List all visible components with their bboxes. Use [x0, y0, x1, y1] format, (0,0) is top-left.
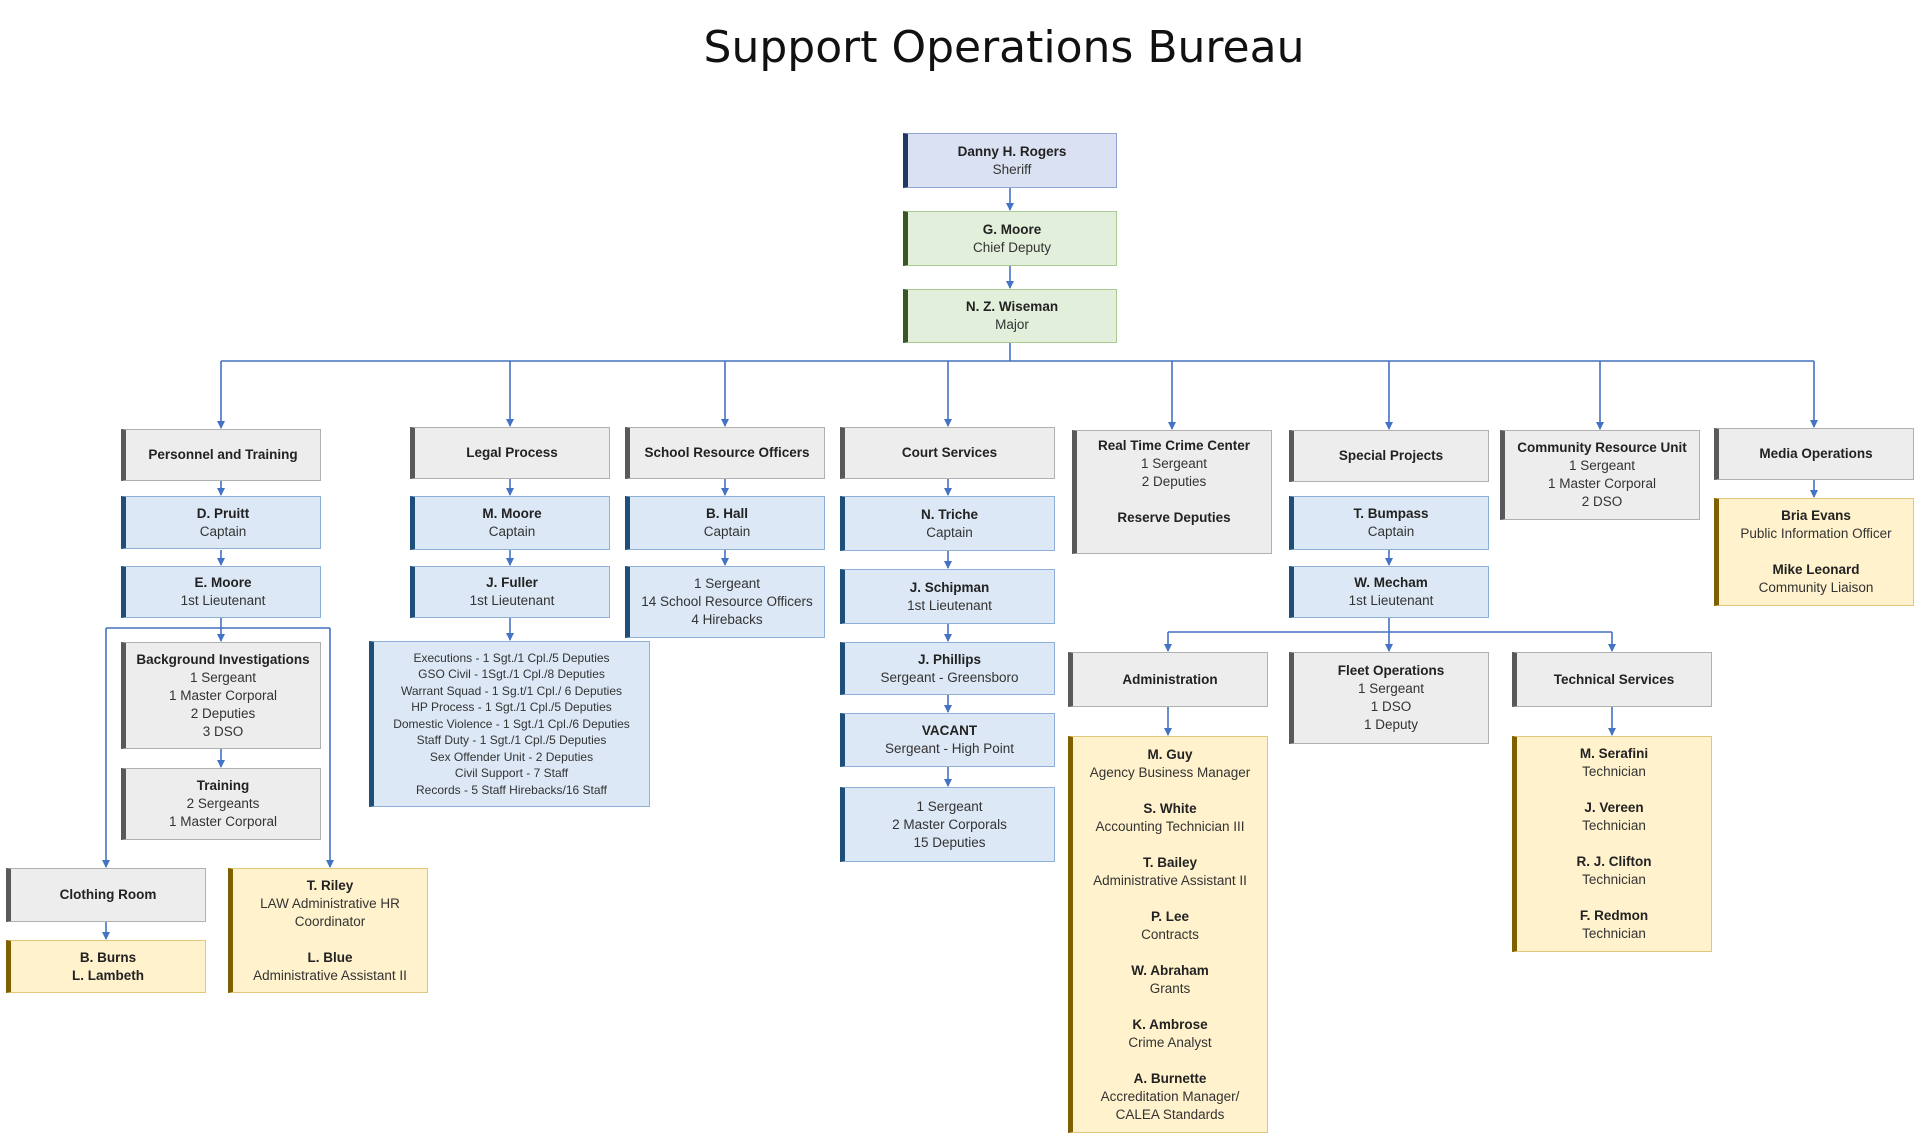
clothing-room-header: Clothing Room: [6, 868, 206, 922]
personnel-lieutenant-box: E. Moore 1st Lieutenant: [121, 566, 321, 618]
sheriff-role: Sheriff: [992, 161, 1032, 177]
legal-process-header: Legal Process: [410, 427, 610, 479]
legal-captain-box: M. Moore Captain: [410, 496, 610, 550]
major-role: Major: [995, 317, 1029, 332]
special-projects-header: Special Projects: [1289, 430, 1489, 482]
court-captain-box: N. Triche Captain: [840, 496, 1055, 551]
sheriff-name: Danny H. Rogers: [957, 143, 1067, 159]
personnel-training-header: Personnel and Training: [121, 429, 321, 481]
major-box: N. Z. Wiseman Major: [903, 289, 1117, 343]
sro-captain-box: B. Hall Captain: [625, 496, 825, 550]
special-projects-captain-box: T. Bumpass Captain: [1289, 496, 1489, 550]
major-name: N. Z. Wiseman: [965, 299, 1059, 314]
sro-staff-box: 1 Sergeant 14 School Resource Officers 4…: [625, 566, 825, 638]
sro-header: School Resource Officers: [625, 427, 825, 479]
clothing-room-staff: B. Burns L. Lambeth: [6, 940, 206, 993]
sheriff-box: Danny H. Rogers Sheriff: [903, 133, 1117, 188]
court-sergeant-highpoint-box: VACANT Sergeant - High Point: [840, 713, 1055, 767]
legal-lieutenant-box: J. Fuller 1st Lieutenant: [410, 566, 610, 618]
real-time-crime-center-box: Real Time Crime Center 1 Sergeant 2 Depu…: [1072, 430, 1272, 554]
special-projects-lieutenant-box: W. Mecham 1st Lieutenant: [1289, 566, 1489, 618]
background-investigations-box: Background Investigations 1 Sergeant 1 M…: [121, 642, 321, 749]
technical-services-staff-box: M. Serafini Technician J. Vereen Technic…: [1512, 736, 1712, 952]
media-operations-header: Media Operations: [1714, 428, 1914, 480]
chief-deputy-name: G. Moore: [982, 221, 1042, 237]
court-sergeant-greensboro-box: J. Phillips Sergeant - Greensboro: [840, 642, 1055, 695]
fleet-operations-box: Fleet Operations 1 Sergeant 1 DSO 1 Depu…: [1289, 652, 1489, 744]
personnel-captain-box: D. Pruitt Captain: [121, 496, 321, 549]
administration-header: Administration: [1068, 652, 1268, 707]
page-title: Support Operations Bureau: [703, 22, 1305, 73]
legal-squads-box: Executions - 1 Sgt./1 Cpl./5 Deputies GS…: [369, 641, 650, 807]
court-lieutenant-box: J. Schipman 1st Lieutenant: [840, 569, 1055, 624]
hr-staff-box: T. Riley LAW Administrative HR Coordinat…: [228, 868, 428, 993]
training-box: Training 2 Sergeants 1 Master Corporal: [121, 768, 321, 840]
court-services-header: Court Services: [840, 427, 1055, 479]
administration-staff-box: M. Guy Agency Business Manager S. White …: [1068, 736, 1268, 1133]
court-staff-box: 1 Sergeant 2 Master Corporals 15 Deputie…: [840, 787, 1055, 862]
chief-deputy-role: Chief Deputy: [972, 239, 1052, 255]
technical-services-header: Technical Services: [1512, 652, 1712, 707]
community-resource-unit-box: Community Resource Unit 1 Sergeant 1 Mas…: [1500, 430, 1700, 520]
chief-deputy-box: G. Moore Chief Deputy: [903, 211, 1117, 266]
media-operations-staff-box: Bria Evans Public Information Officer Mi…: [1714, 498, 1914, 606]
